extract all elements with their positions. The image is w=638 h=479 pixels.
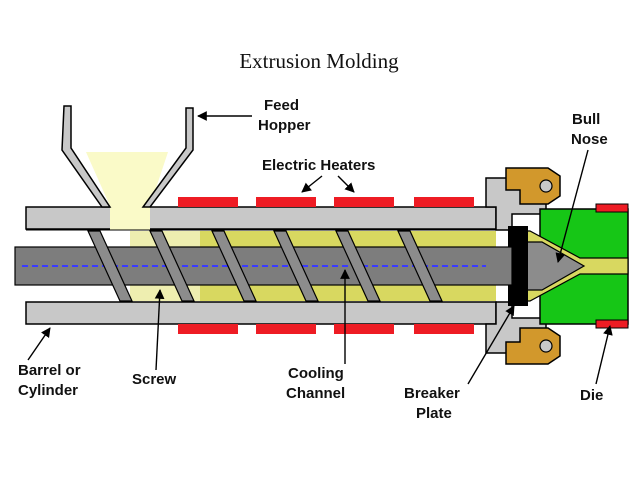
hopper-right-wall [141, 107, 194, 208]
feed-hopper-label-line2: Hopper [258, 117, 311, 134]
diagram-title: Extrusion Molding [239, 49, 399, 73]
barrel-label-line1: Barrel or [18, 362, 81, 379]
breaker-plate-label-line2: Plate [416, 405, 452, 422]
bull-nose-label-line2: Nose [571, 131, 608, 148]
die-arrow [595, 325, 613, 385]
cooling-channel-label-line1: Cooling [288, 365, 344, 382]
screw-flight [211, 230, 257, 302]
barrel-bottom-wall [25, 301, 497, 325]
heater-band [178, 324, 238, 334]
screw-arrow [154, 289, 165, 371]
heater-band [414, 324, 474, 334]
heater-band [256, 324, 316, 334]
bull-nose-label-line1: Bull [572, 111, 600, 128]
heater-band [414, 197, 474, 207]
feed-opening [110, 206, 150, 231]
clamp-bottom [505, 327, 561, 365]
clamp-bottom-bolt [539, 339, 553, 353]
feed-hopper-label-line1: Feed [264, 97, 299, 114]
heaters-arrow-left [301, 175, 323, 193]
cooling-channel-label-line2: Channel [286, 385, 345, 402]
heaters-top [178, 197, 474, 207]
heater-band [256, 197, 316, 207]
electric-heaters-label: Electric Heaters [262, 157, 375, 174]
heaters-arrow-right [337, 175, 355, 193]
die-label: Die [580, 387, 603, 404]
screw-label: Screw [132, 371, 177, 388]
heater-band [334, 197, 394, 207]
barrel-top-wall [25, 206, 497, 230]
breaker-plate [508, 226, 528, 306]
barrel-arrow [27, 327, 51, 361]
screw-flight [273, 230, 319, 302]
heater-band [334, 324, 394, 334]
hopper-left-wall [61, 105, 112, 208]
screw-flight [397, 230, 443, 302]
heater-band [178, 197, 238, 207]
breaker-plate-arrow [467, 305, 515, 385]
die-heater-top [595, 203, 629, 213]
heaters-bottom [178, 324, 474, 334]
screw-flight [149, 230, 195, 302]
barrel-label-line2: Cylinder [18, 382, 78, 399]
leader-arrows [27, 111, 613, 385]
die-heater-bottom [595, 319, 629, 329]
bull-nose-arrow [555, 149, 589, 263]
screw-flights [87, 230, 443, 302]
screw-flight [87, 230, 133, 302]
breaker-plate-label-line1: Breaker [404, 385, 460, 402]
clamp-top-bolt [539, 179, 553, 193]
clamp-top [505, 167, 561, 205]
screw-flight [335, 230, 381, 302]
